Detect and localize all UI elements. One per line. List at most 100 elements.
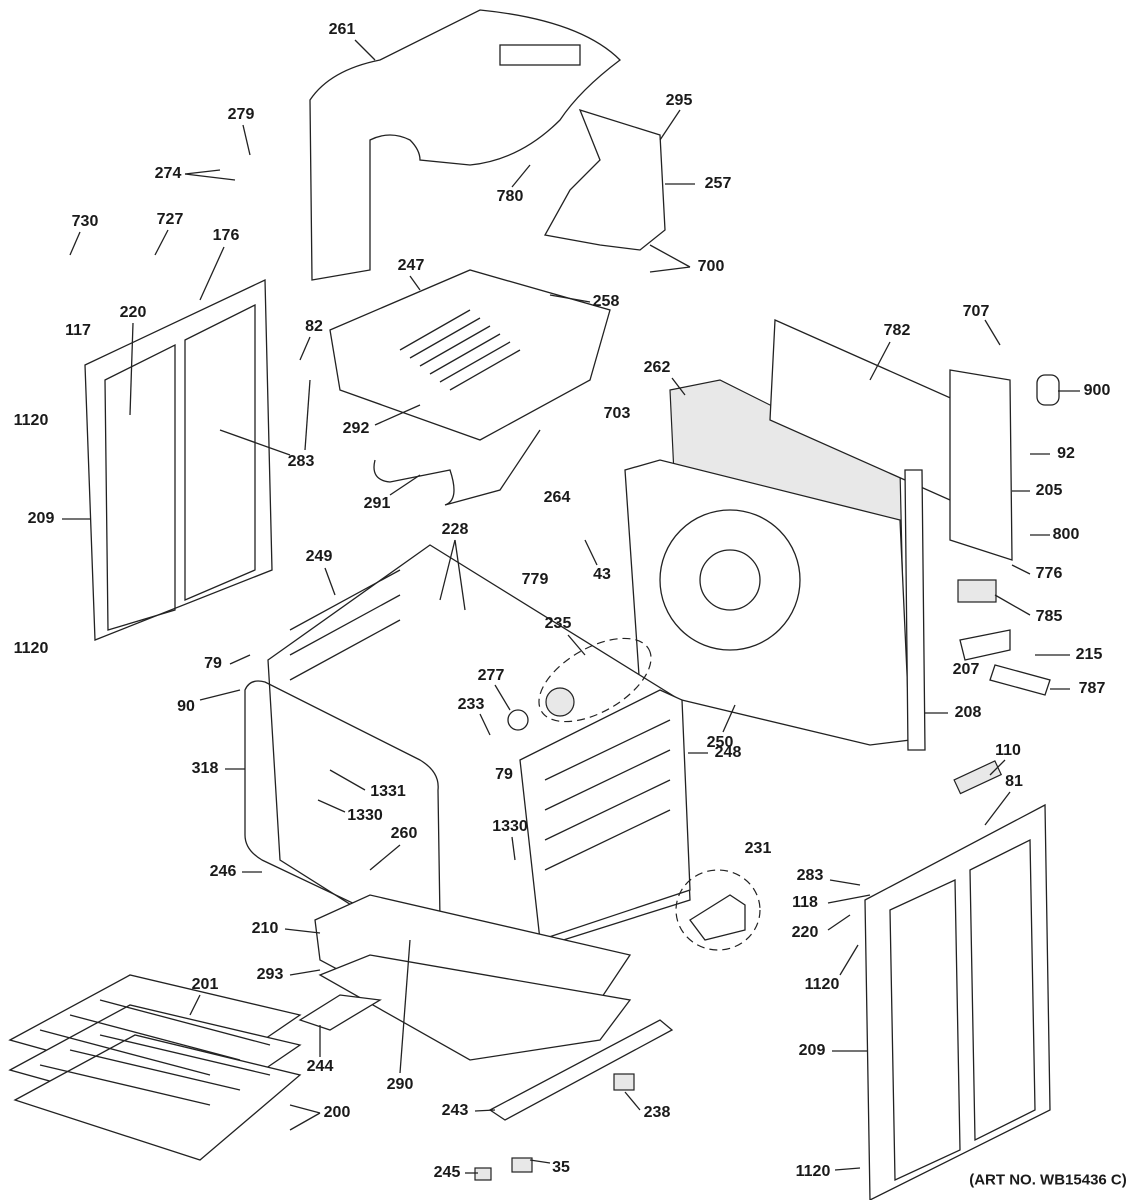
callout-label-782: 782 <box>883 322 911 339</box>
callout-label-208: 208 <box>954 704 982 721</box>
left-side-panel <box>84 278 273 641</box>
bake-element-part <box>373 429 541 506</box>
bracket-231-outline <box>675 869 761 951</box>
bottom-plate-293 <box>318 954 632 1061</box>
rack-wires <box>39 999 271 1106</box>
vent-duct-part <box>543 108 666 251</box>
callout-label-209: 209 <box>27 510 55 527</box>
leader-lines <box>62 39 1080 1174</box>
callout-label-90: 90 <box>177 698 195 715</box>
callout-label-1330: 1330 <box>347 807 383 824</box>
art-number: (ART NO. WB15436 C) <box>969 1171 1127 1189</box>
callout-label-730: 730 <box>71 213 99 230</box>
callout-label-246: 246 <box>209 863 237 880</box>
callout-label-260: 260 <box>390 825 418 842</box>
left-side-window-1 <box>104 343 176 631</box>
rail-243 <box>488 1019 674 1121</box>
callout-label-258: 258 <box>592 293 620 310</box>
callout-label-283: 283 <box>287 453 315 470</box>
callout-label-228: 228 <box>441 521 469 538</box>
leveler-245 <box>474 1167 492 1181</box>
oven-rack-200-b <box>13 1034 302 1161</box>
left-side-window-2 <box>184 303 256 601</box>
callout-label-279: 279 <box>227 106 255 123</box>
callout-label-800: 800 <box>1052 526 1080 543</box>
callout-label-1120: 1120 <box>795 1163 831 1180</box>
callout-label-215: 215 <box>1075 646 1103 663</box>
part-110 <box>953 760 1003 795</box>
callout-label-92: 92 <box>1057 445 1075 462</box>
callout-label-261: 261 <box>328 21 356 38</box>
top-cover-part <box>309 9 621 281</box>
callout-label-290: 290 <box>386 1076 414 1093</box>
callout-label-245: 245 <box>433 1164 461 1181</box>
callout-label-176: 176 <box>212 227 240 244</box>
callout-label-35: 35 <box>552 1159 570 1176</box>
callout-label-244: 244 <box>306 1058 334 1075</box>
callout-label-1120: 1120 <box>13 412 49 429</box>
callout-label-776: 776 <box>1035 565 1063 582</box>
cavity-right-wall <box>519 689 691 941</box>
callout-label-264: 264 <box>543 489 571 506</box>
callout-label-900: 900 <box>1083 382 1111 399</box>
part-787 <box>989 664 1051 696</box>
callout-label-248: 248 <box>714 744 742 761</box>
fan-assembly-outline <box>538 637 652 723</box>
convection-opening <box>659 509 801 651</box>
callout-label-117: 117 <box>65 322 91 339</box>
callout-label-209: 209 <box>798 1042 826 1059</box>
gasket-277 <box>507 709 529 731</box>
fan-blade <box>545 687 575 717</box>
foot-35 <box>511 1157 533 1173</box>
callout-label-247: 247 <box>397 257 425 274</box>
cavity-rack-guides <box>289 569 671 871</box>
callout-label-277: 277 <box>477 667 505 684</box>
callout-label-110: 110 <box>995 742 1021 759</box>
callout-label-291: 291 <box>363 495 391 512</box>
callout-label-210: 210 <box>251 920 279 937</box>
callout-label-118: 118 <box>792 894 818 911</box>
callout-label-205: 205 <box>1035 482 1063 499</box>
callout-label-200: 200 <box>323 1104 351 1121</box>
callout-label-81: 81 <box>1005 773 1023 790</box>
callout-label-249: 249 <box>305 548 333 565</box>
callout-label-1330: 1330 <box>492 818 528 835</box>
callout-label-82: 82 <box>305 318 323 335</box>
callout-label-220: 220 <box>791 924 819 941</box>
foot-238 <box>613 1073 635 1091</box>
callout-label-250: 250 <box>706 734 734 751</box>
channel-208 <box>904 469 926 751</box>
callout-label-262: 262 <box>643 359 671 376</box>
callout-label-703: 703 <box>603 405 631 422</box>
callout-label-257: 257 <box>704 175 732 192</box>
callout-label-201: 201 <box>191 976 219 993</box>
callout-label-238: 238 <box>643 1104 671 1121</box>
callout-label-707: 707 <box>962 303 990 320</box>
callout-label-220: 220 <box>119 304 147 321</box>
callout-label-1331: 1331 <box>370 783 406 800</box>
top-cover-slot <box>499 44 581 66</box>
part-785 <box>957 579 997 603</box>
callout-label-780: 780 <box>496 188 524 205</box>
callout-label-235: 235 <box>544 615 572 632</box>
callout-label-231: 231 <box>744 840 772 857</box>
callout-label-43: 43 <box>593 566 611 583</box>
callout-label-295: 295 <box>665 92 693 109</box>
callout-label-727: 727 <box>156 211 184 228</box>
callout-label-79: 79 <box>204 655 222 672</box>
callout-label-779: 779 <box>521 571 549 588</box>
callout-label-283: 283 <box>796 867 824 884</box>
callout-label-318: 318 <box>191 760 219 777</box>
callout-label-274: 274 <box>154 165 182 182</box>
oven-top-plate <box>329 269 611 441</box>
part-207 <box>959 629 1011 661</box>
capacitor-900 <box>1036 374 1060 406</box>
callout-label-1120: 1120 <box>804 976 840 993</box>
callout-label-293: 293 <box>256 966 284 983</box>
callout-label-785: 785 <box>1035 608 1063 625</box>
rear-bracket-205 <box>949 369 1013 561</box>
callout-label-700: 700 <box>697 258 725 275</box>
right-side-window-2 <box>969 838 1036 1142</box>
